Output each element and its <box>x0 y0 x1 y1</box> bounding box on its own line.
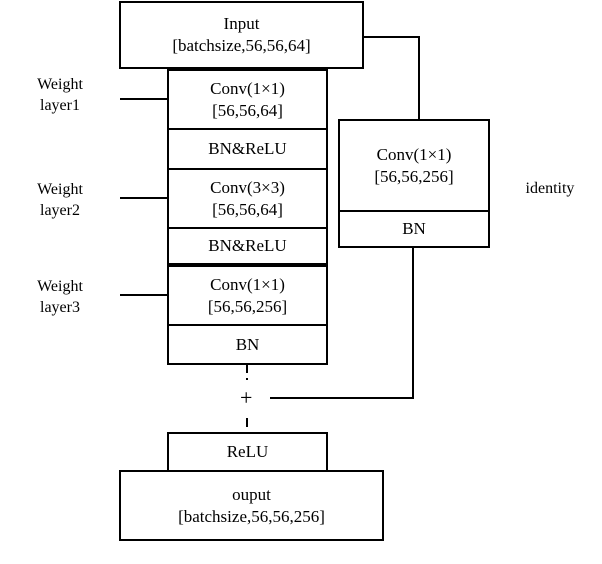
weight-layer1-pointer-line <box>120 98 167 100</box>
shortcut-conv-shape: [56,56,256] <box>374 166 454 186</box>
weight-layer2-line1: Weight <box>37 181 83 198</box>
relu-box: ReLU <box>167 432 328 472</box>
conv2-shape: [56,56,64] <box>212 199 283 219</box>
weight-layer2-line2: layer2 <box>40 202 80 219</box>
bn-label: BN <box>235 334 260 354</box>
relu-label: ReLU <box>226 442 269 461</box>
shortcut-conv-box: Conv(1×1) [56,56,256] <box>338 119 490 212</box>
conv1-title: Conv(1×1) <box>210 78 285 98</box>
conv3-title: Conv(1×1) <box>210 274 285 294</box>
bnrelu1-box: BN&ReLU <box>167 128 328 170</box>
input-title: Input <box>223 14 260 33</box>
bnrelu2-box: BN&ReLU <box>167 227 328 265</box>
conv3-box: Conv(1×1) [56,56,256] <box>167 265 328 326</box>
output-title: ouput <box>232 484 271 504</box>
output-shape: [batchsize,56,56,256] <box>178 506 325 526</box>
conv1-shape: [56,56,64] <box>212 100 283 120</box>
conv2-box: Conv(3×3) [56,56,64] <box>167 168 328 229</box>
shortcut-bn-label: BN <box>402 219 426 238</box>
shortcut-to-add-line <box>270 397 414 399</box>
conv3-shape: [56,56,256] <box>207 296 288 316</box>
main-to-add-dashed-line <box>246 364 248 380</box>
conv1-box: Conv(1×1) [56,56,64] <box>167 69 328 130</box>
bnrelu2-label: BN&ReLU <box>208 236 287 255</box>
add-symbol: + <box>240 385 253 410</box>
weight-layer1-label: Weight layer1 <box>20 74 100 116</box>
input-to-shortcut-h-line <box>362 36 420 38</box>
shortcut-bn-box: BN <box>338 210 490 248</box>
bnrelu1-label: BN&ReLU <box>208 139 287 158</box>
weight-layer2-label: Weight layer2 <box>20 179 100 221</box>
weight-layer3-label: Weight layer3 <box>20 276 100 318</box>
add-to-relu-dashed-line <box>246 418 248 432</box>
output-box: ouput [batchsize,56,56,256] <box>119 470 384 541</box>
weight-layer2-pointer-line <box>120 197 167 199</box>
input-shape: [batchsize,56,56,64] <box>172 36 311 55</box>
bn-box: BN <box>167 324 328 365</box>
identity-label: identity <box>525 180 575 197</box>
shortcut-down-line <box>412 246 414 399</box>
input-to-shortcut-v-line <box>418 36 420 120</box>
weight-layer3-line1: Weight <box>37 278 83 295</box>
shortcut-conv-title: Conv(1×1) <box>376 144 452 164</box>
weight-layer3-pointer-line <box>120 294 167 296</box>
weight-layer3-line2: layer3 <box>40 299 80 316</box>
weight-layer1-line1: Weight <box>37 76 83 93</box>
conv2-title: Conv(3×3) <box>210 177 285 197</box>
input-box: Input [batchsize,56,56,64] <box>119 1 364 69</box>
weight-layer1-line2: layer1 <box>40 97 80 114</box>
